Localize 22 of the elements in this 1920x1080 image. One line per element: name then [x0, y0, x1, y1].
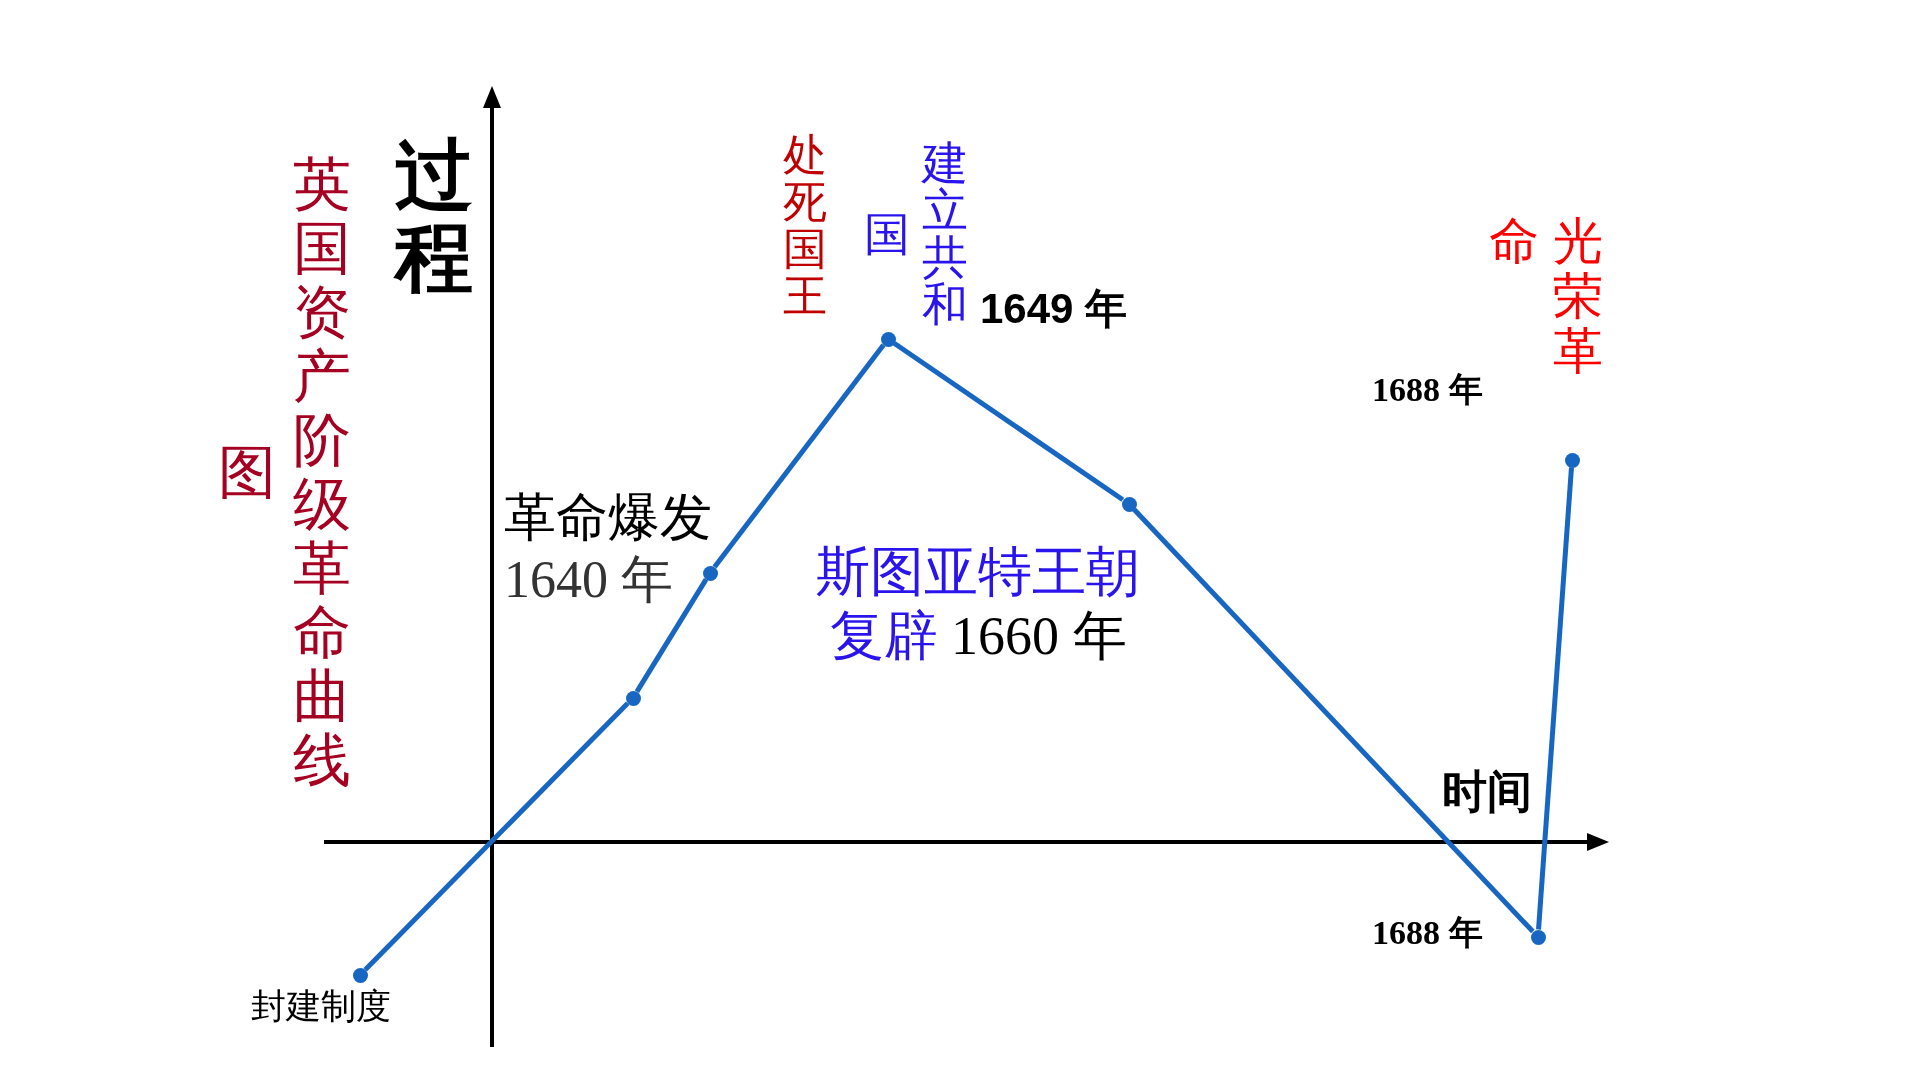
- curve-segment: [634, 578, 709, 693]
- event-label: 革命爆发: [504, 489, 712, 547]
- event-label: 处死国王: [783, 132, 827, 320]
- curve-segment: [892, 341, 1125, 502]
- event-label: 斯图亚特王朝复辟 1660 年: [815, 541, 1141, 668]
- event-label: 光荣革命: [1489, 214, 1603, 379]
- year-label: 1688 年: [1372, 914, 1483, 952]
- curve-segment: [712, 343, 886, 569]
- year-label: 1688 年: [1372, 371, 1483, 409]
- curve-point: [352, 967, 368, 983]
- year-label: 1649 年: [980, 286, 1128, 333]
- curve-segment: [363, 701, 630, 972]
- point-label: 封建制度: [251, 986, 391, 1027]
- curve-point: [1564, 452, 1580, 468]
- curve-point: [880, 331, 896, 347]
- axis-label: 时间: [1442, 768, 1532, 818]
- axis-label: 过程: [395, 135, 473, 299]
- year-label: 1640 年: [504, 551, 673, 609]
- curve-point: [1121, 496, 1137, 512]
- curve-point: [702, 565, 718, 581]
- curve-segment: [1132, 507, 1535, 934]
- curve-segment: [1536, 467, 1574, 930]
